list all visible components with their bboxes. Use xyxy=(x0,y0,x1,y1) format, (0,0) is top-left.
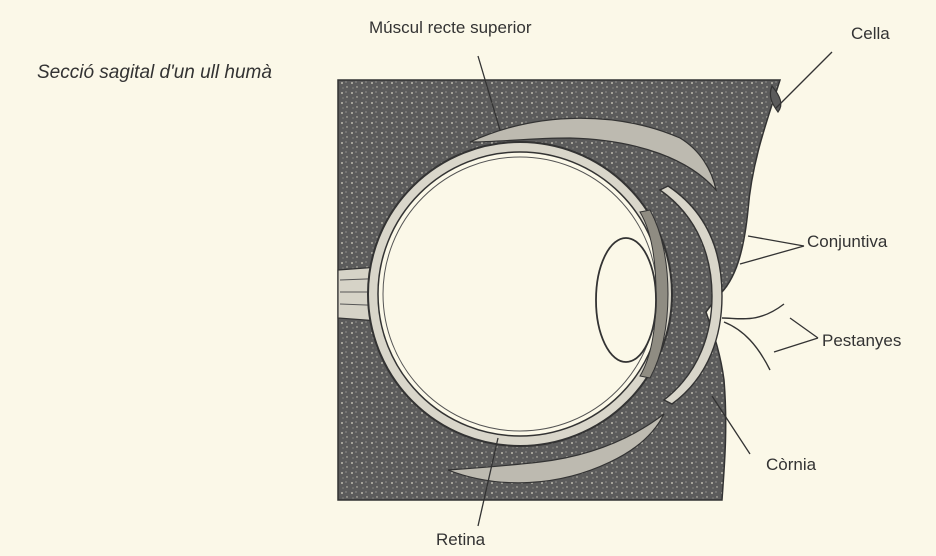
label-eyelashes: Pestanyes xyxy=(822,331,901,351)
label-conjunctiva: Conjuntiva xyxy=(807,232,887,252)
label-cornea: Còrnia xyxy=(766,455,816,475)
label-retina: Retina xyxy=(436,530,485,550)
leader-conjunctiva-2 xyxy=(740,246,804,264)
eyebrow-skin xyxy=(770,86,780,112)
leader-eyelashes-2 xyxy=(774,338,818,352)
leader-conjunctiva-1 xyxy=(748,236,804,246)
eyelashes-shape xyxy=(722,304,784,370)
label-superior-rectus: Múscul recte superior xyxy=(369,18,532,38)
leader-eyebrow xyxy=(776,52,832,108)
label-eyebrow: Cella xyxy=(851,24,890,44)
lens xyxy=(596,238,656,362)
leader-eyelashes-1 xyxy=(790,318,818,338)
